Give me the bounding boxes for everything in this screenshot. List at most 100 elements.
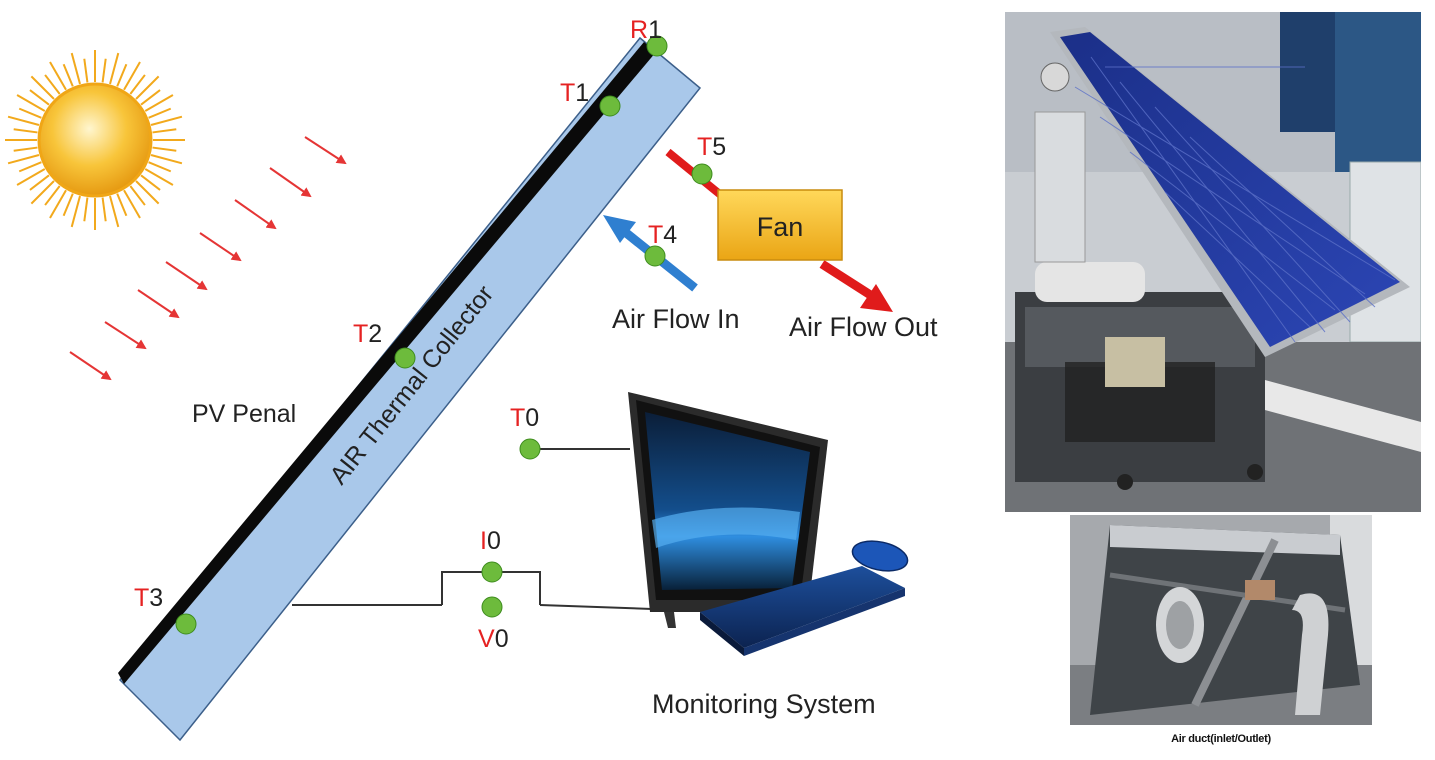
solar-radiation-rays (69, 136, 347, 381)
air-flow-out-label: Air Flow Out (789, 312, 938, 342)
sensor-digit: 0 (525, 404, 539, 432)
sun-ray (62, 193, 74, 217)
sun-ray (116, 193, 128, 217)
sensor-letter: R (630, 16, 648, 44)
sensor-dots (175, 35, 713, 635)
radiation-ray-arrow (104, 321, 147, 350)
radiation-ray-arrow (199, 232, 242, 262)
sun-ray (152, 146, 177, 152)
sun-ray (13, 128, 38, 134)
sun-ray (150, 115, 183, 126)
sun-ray (44, 185, 61, 206)
sensor-dot-t4 (644, 245, 666, 267)
fan-label: Fan (757, 212, 804, 242)
radiation-ray-arrow (269, 167, 312, 198)
sun-ray (70, 52, 81, 85)
sun-ray (16, 94, 46, 112)
sun-ray (30, 180, 55, 205)
sun-ray (101, 197, 107, 222)
sun-ray (18, 107, 42, 119)
sun-ray (83, 58, 89, 83)
sensor-digit: 5 (712, 133, 726, 161)
sun-ray (29, 89, 50, 106)
sensor-dot-t1 (599, 95, 621, 117)
sun-ray (140, 174, 161, 191)
sensor-label-t0: T0 (510, 404, 539, 432)
sun-ray (83, 197, 89, 222)
sensor-label-v0: V0 (478, 625, 509, 653)
sun-ray (16, 168, 46, 186)
sensor-label-t2: T2 (353, 320, 382, 348)
radiation-ray-arrow (137, 289, 180, 319)
mouse-icon (851, 540, 909, 572)
sun-ray (18, 161, 42, 173)
sun-ray (44, 74, 61, 95)
sun-ray (135, 180, 160, 205)
sun-ray (30, 75, 55, 100)
air-flow-in-label: Air Flow In (612, 304, 740, 334)
sensor-label-i0: I0 (480, 527, 501, 555)
sun-ray (101, 58, 107, 83)
sun-ray (123, 61, 141, 91)
sensor-dot-t2 (394, 347, 416, 369)
sun-ray (129, 74, 146, 95)
sun-ray (135, 75, 160, 100)
sensor-label-r1: R1 (630, 16, 662, 44)
collector-label: AIR Thermal Collector (324, 280, 499, 490)
sun-ray (13, 146, 38, 152)
sun-ray (62, 63, 74, 87)
sensor-digit: 0 (495, 625, 509, 653)
sun-ray (148, 161, 172, 173)
solar-rig-illustration (1005, 12, 1421, 512)
sensor-letter: T (697, 133, 712, 161)
sensor-dot-t0 (519, 438, 541, 460)
sensor-letter: I (480, 527, 487, 555)
sun-ray (116, 63, 128, 87)
sensor-label-t3: T3 (134, 584, 163, 612)
sun-ray (109, 195, 120, 228)
sun-ray (150, 154, 183, 165)
sensor-digit: 0 (487, 527, 501, 555)
sensor-label-t1: T1 (560, 79, 589, 107)
sensor-label-t4: T4 (648, 221, 677, 249)
sun-ray (7, 154, 40, 165)
sun-ray (7, 115, 40, 126)
sensor-dot-t3 (175, 613, 197, 635)
monitoring-system-label: Monitoring System (652, 689, 876, 719)
sensor-letter: T (353, 320, 368, 348)
radiation-ray-arrow (165, 261, 208, 291)
sensor-digit: 3 (149, 584, 163, 612)
keyboard-icon (700, 566, 905, 656)
sensor-digit: 4 (663, 221, 677, 249)
sun-ray (144, 168, 174, 186)
sensor-letter: T (134, 584, 149, 612)
sun-ray (148, 107, 172, 119)
sensor-letter: T (560, 79, 575, 107)
fan-box (717, 189, 843, 261)
sensor-label-t5: T5 (697, 133, 726, 161)
sun-ray (109, 52, 120, 85)
sun-icon (5, 50, 185, 230)
sun-ray (49, 189, 67, 219)
sun-ray (70, 195, 81, 228)
sun-ray (123, 189, 141, 219)
sensor-digit: 2 (368, 320, 382, 348)
monitor-icon (628, 392, 828, 628)
sun-ray (49, 61, 67, 91)
sensor-digit: 1 (648, 16, 662, 44)
sun-ray (140, 89, 161, 106)
sensor-letter: T (648, 221, 663, 249)
sensor-dot-r1 (646, 35, 668, 57)
air-duct-illustration (1070, 515, 1372, 725)
sun-ray (29, 174, 50, 191)
sensor-dot-t5 (691, 163, 713, 185)
radiation-ray-arrow (304, 136, 347, 165)
sun-ray (144, 94, 174, 112)
sun-ray (152, 128, 177, 134)
sensor-dot-v0 (481, 596, 503, 618)
sensor-letter: V (478, 625, 495, 653)
sensor-digit: 1 (575, 79, 589, 107)
sensor-dot-i0 (481, 561, 503, 583)
air-duct-caption: Air duct(inlet/Outlet) (1171, 733, 1271, 745)
